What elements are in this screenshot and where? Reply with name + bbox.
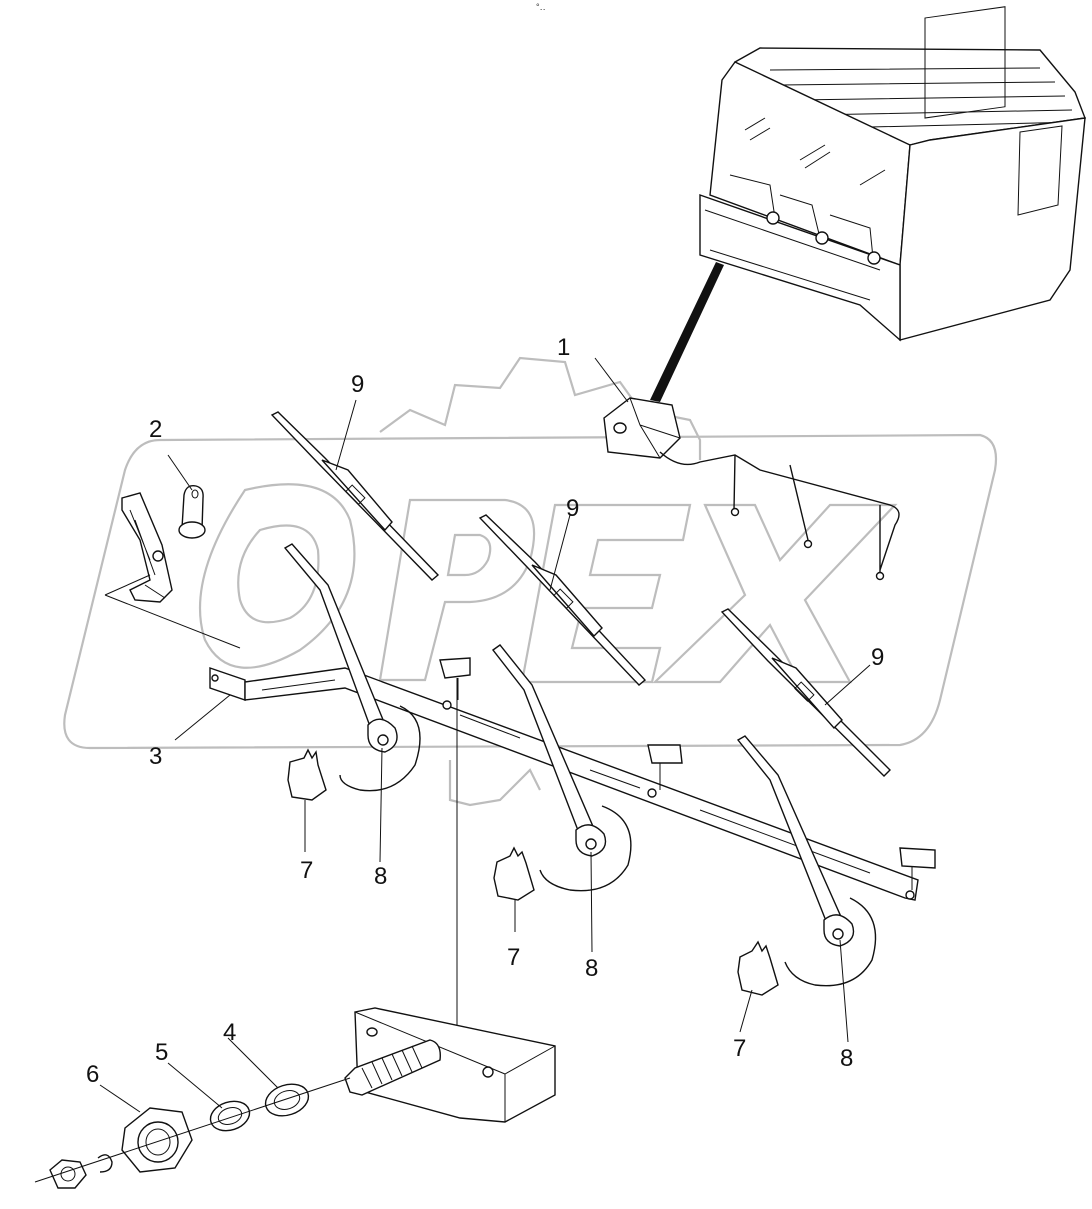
callout-1: 1 xyxy=(557,334,570,361)
callout-4: 4 xyxy=(223,1019,236,1046)
callout-3: 3 xyxy=(149,743,162,770)
callout-7-right: 7 xyxy=(733,1035,746,1062)
callout-8-middle: 8 xyxy=(585,955,598,982)
nut-part-6 xyxy=(121,1107,193,1173)
header-mark: °‥ xyxy=(536,2,546,12)
callout-5: 5 xyxy=(155,1039,168,1066)
leader-lines xyxy=(99,357,871,1113)
washer-reservoir-part-1 xyxy=(603,397,900,581)
opex-letter-p xyxy=(378,498,536,682)
cab-leader-line xyxy=(650,262,724,402)
wiper-motor-bracket xyxy=(344,678,556,1123)
opex-letter-o xyxy=(198,483,356,669)
washer-part-5 xyxy=(209,1100,251,1132)
small-nut-and-clip xyxy=(49,1154,113,1189)
callout-9-middle: 9 xyxy=(566,495,579,522)
opex-letter-x xyxy=(652,503,898,684)
callout-8-right: 8 xyxy=(840,1045,853,1072)
callout-2: 2 xyxy=(149,416,162,443)
callout-7-middle: 7 xyxy=(507,944,520,971)
cab-front-lower xyxy=(699,194,901,342)
mounting-bracket xyxy=(104,492,241,649)
callout-7-left: 7 xyxy=(300,857,313,884)
callout-6: 6 xyxy=(86,1061,99,1088)
pivot-cap-part-7 xyxy=(287,748,779,996)
callout-9-top: 9 xyxy=(351,371,364,398)
opex-badge-outline xyxy=(63,433,998,750)
wiper-blade-part-9-right xyxy=(720,608,891,777)
wiper-arm-right xyxy=(736,735,877,987)
gear-outline-watermark xyxy=(379,356,702,807)
cab-illustration xyxy=(650,6,1086,402)
cab-side-panel xyxy=(899,117,1086,341)
wiper-arm-middle xyxy=(492,644,632,892)
washer-part-4 xyxy=(264,1083,310,1117)
washer-nozzle-part-2 xyxy=(178,485,206,539)
callout-labels: 1 2 3 4 5 6 7 7 7 8 8 8 9 9 9 xyxy=(86,334,884,1088)
callout-8-left: 8 xyxy=(374,863,387,890)
washer-hose xyxy=(659,451,900,575)
callout-9-right: 9 xyxy=(871,644,884,671)
opex-letter-e xyxy=(520,503,692,684)
assembly-axis-line xyxy=(34,1077,351,1183)
wiper-linkage-part-3 xyxy=(209,657,936,901)
wiper-blade-part-9-top xyxy=(270,411,440,581)
wiper-blade-part-9-middle xyxy=(478,514,647,686)
cab-wiper-arms xyxy=(729,174,874,259)
wiper-arm-left xyxy=(283,543,421,792)
